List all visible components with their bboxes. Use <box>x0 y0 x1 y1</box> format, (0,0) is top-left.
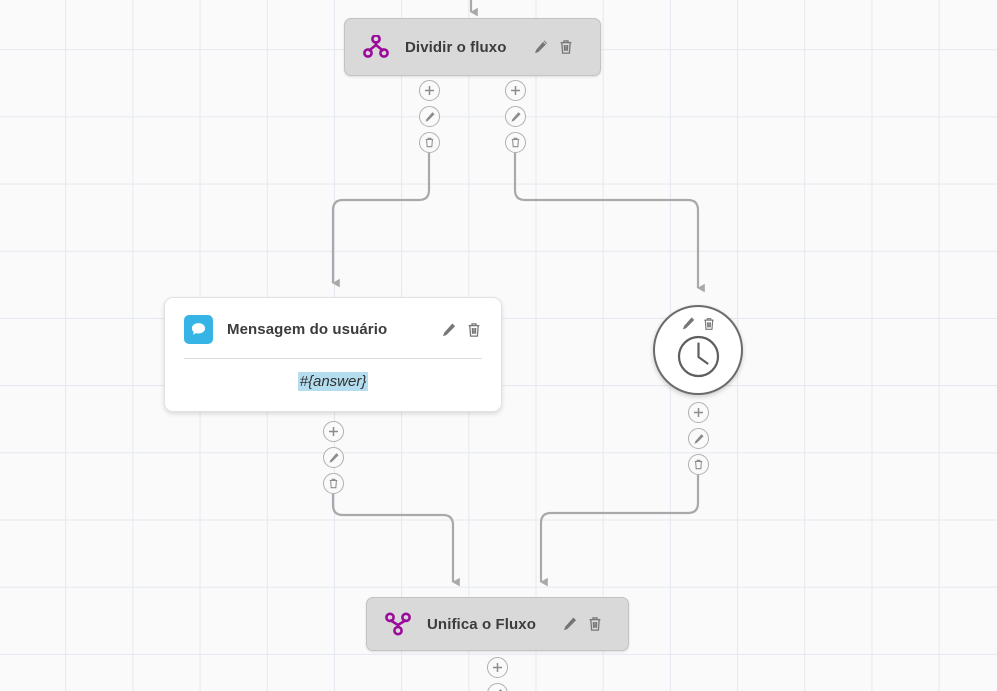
node-user-message-title: Mensagem do usuário <box>227 321 388 338</box>
node-merge-actions <box>562 616 603 632</box>
edit-connector-button[interactable] <box>487 683 508 691</box>
add-node-button[interactable] <box>688 402 709 423</box>
card-divider <box>184 358 482 359</box>
connector-stack-merge-out[interactable] <box>487 657 508 691</box>
delete-connector-button[interactable] <box>688 454 709 475</box>
edit-connector-button[interactable] <box>505 106 526 127</box>
user-message-header: Mensagem do usuário <box>165 298 501 344</box>
add-node-button[interactable] <box>419 80 440 101</box>
chat-bubble-icon <box>184 315 213 344</box>
pencil-icon[interactable] <box>441 322 457 338</box>
pencil-icon[interactable] <box>681 316 696 331</box>
node-timer-actions <box>681 316 716 331</box>
node-split-title: Dividir o fluxo <box>405 38 507 56</box>
connector-stack-split-out-right[interactable] <box>505 80 526 153</box>
edge-message-to-merge <box>331 494 460 587</box>
edge-split-to-timer <box>513 153 705 293</box>
connector-stack-timer-out[interactable] <box>688 402 709 475</box>
flow-merge-icon <box>385 612 411 636</box>
trash-icon[interactable] <box>587 616 603 632</box>
pencil-icon[interactable] <box>562 616 578 632</box>
trash-icon[interactable] <box>466 322 482 338</box>
user-message-body: #{answer} <box>165 359 501 411</box>
edge-timer-to-merge <box>539 475 700 587</box>
clock-icon <box>676 334 721 379</box>
delete-connector-button[interactable] <box>505 132 526 153</box>
node-split-actions <box>533 39 574 55</box>
node-user-message[interactable]: Mensagem do usuário <box>164 297 502 412</box>
node-split[interactable]: Dividir o fluxo <box>344 18 601 76</box>
connector-stack-message-out[interactable] <box>323 421 344 494</box>
edit-connector-button[interactable] <box>323 447 344 468</box>
pencil-icon[interactable] <box>533 39 549 55</box>
node-user-message-actions <box>441 322 482 338</box>
variable-token: #{answer} <box>297 372 369 391</box>
connector-stack-split-out-left[interactable] <box>419 80 440 153</box>
flow-split-icon <box>363 34 389 59</box>
delete-connector-button[interactable] <box>323 473 344 494</box>
node-merge[interactable]: Unifica o Fluxo <box>366 597 629 651</box>
delete-connector-button[interactable] <box>419 132 440 153</box>
edge-split-to-message <box>331 153 431 288</box>
node-timer[interactable] <box>653 305 743 395</box>
trash-icon[interactable] <box>702 317 716 331</box>
add-node-button[interactable] <box>487 657 508 678</box>
add-node-button[interactable] <box>323 421 344 442</box>
add-node-button[interactable] <box>505 80 526 101</box>
edit-connector-button[interactable] <box>419 106 440 127</box>
trash-icon[interactable] <box>558 39 574 55</box>
node-merge-title: Unifica o Fluxo <box>427 615 537 633</box>
edit-connector-button[interactable] <box>688 428 709 449</box>
